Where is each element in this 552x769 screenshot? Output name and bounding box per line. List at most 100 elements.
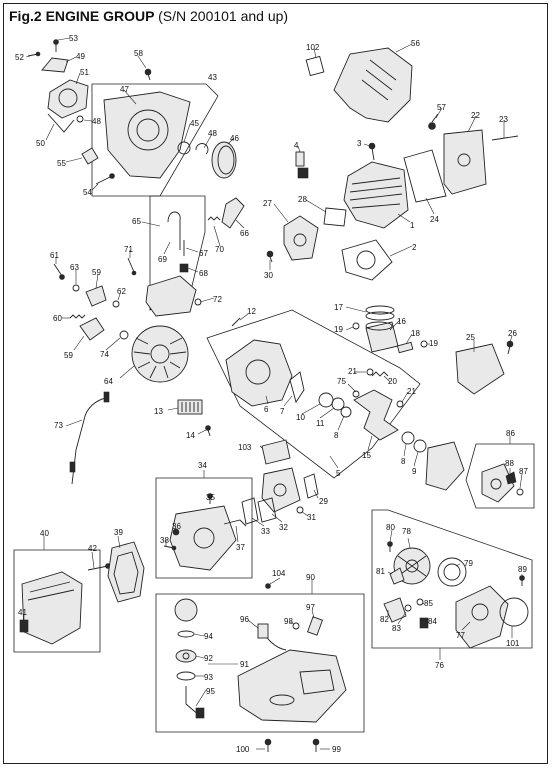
cover-25-icon [455,343,505,395]
callout-59b: 59 [64,351,73,360]
callout-57: 57 [437,103,446,112]
washer-85-icon [416,598,424,606]
callout-12: 12 [247,307,256,316]
insulator-28-icon [323,207,347,227]
callout-55: 55 [57,159,66,168]
screw-99-icon [312,738,320,752]
callout-46: 46 [230,134,239,143]
group-76-outline [371,509,533,649]
plate-101-icon [499,597,529,627]
callout-8b: 8 [401,457,406,466]
screw-26-icon [506,340,514,355]
callout-102: 102 [306,43,320,52]
wire-69-icon [167,211,181,250]
callout-101: 101 [506,639,520,648]
reel-78-hub-icon [405,559,419,573]
cylinder-1-fins-icon [349,177,403,209]
callout-58: 58 [134,49,143,58]
callout-49: 49 [76,52,85,61]
housing-43-bore-icon [127,109,169,151]
carburetor-icon [261,467,301,513]
callout-86: 86 [506,429,515,438]
callout-67: 67 [199,249,208,258]
callout-6: 6 [264,405,269,414]
washer-63-icon [72,284,80,292]
screw-30-icon [266,250,274,263]
wire-73-tip-icon [69,461,76,473]
callout-15: 15 [362,451,371,460]
callout-100: 100 [236,745,250,754]
callout-30: 30 [264,271,273,280]
crankcase-half-icon [225,339,293,407]
callout-38: 38 [160,536,169,545]
screw-89-icon [519,575,525,586]
callout-70: 70 [215,245,224,254]
plug-cap-66-icon [221,197,245,229]
rings-17-icon [365,305,395,315]
spring-60-icon [69,314,86,319]
washer-83-icon [404,604,412,612]
callout-13: 13 [154,407,163,416]
figure-number: Fig.2 [9,8,42,24]
air-cleaner-base-34-icon [169,505,237,571]
callout-53: 53 [69,34,78,43]
callout-85: 85 [424,599,433,608]
clip-98-icon [292,622,300,630]
group-90-outline [155,593,365,733]
filter-96-icon [257,623,269,639]
callout-22: 22 [471,111,480,120]
callout-76: 76 [435,661,444,670]
group-outlines [13,83,535,733]
case-77-bore-icon [471,603,489,621]
callout-34: 34 [198,461,207,470]
bolt-12-icon [231,317,241,327]
bolt-42-icon [87,563,111,571]
callout-5: 5 [336,469,341,478]
callout-78: 78 [402,527,411,536]
callout-93: 93 [204,673,213,682]
screw-80-icon [387,541,393,552]
knob-41-icon [19,619,29,633]
base-34-port-icon [193,527,215,549]
callout-35: 35 [206,493,215,502]
callout-74: 74 [100,350,109,359]
screw-52-icon [27,51,41,57]
page-title: Fig.2 ENGINE GROUP (S/N 200101 and up) [9,8,288,24]
callout-1: 1 [410,221,415,230]
screw-35-icon [207,493,213,504]
bolt-71-icon [127,257,137,276]
callout-19b: 19 [429,339,438,348]
callout-96: 96 [240,615,249,624]
group-34-outline [155,477,253,579]
spring-79-icon [437,557,467,587]
gasket-24-icon [403,149,447,203]
callout-104: 104 [272,569,286,578]
callout-56: 56 [411,39,420,48]
callout-25: 25 [466,333,475,342]
handle-82-icon [383,597,407,623]
callout-43: 43 [208,73,217,82]
bracket-49-icon [41,57,69,73]
tank-90-handle-icon [299,669,335,695]
cleaner-103-icon [261,439,291,465]
callout-103: 103 [238,443,252,452]
callout-88: 88 [505,459,514,468]
callout-94: 94 [204,632,213,641]
grommet-104-icon [265,583,271,589]
element-39-inner-icon [113,551,139,595]
housing-43-inner-icon [136,118,160,142]
flywheel-64-fins-icon [133,337,187,379]
callout-50: 50 [36,139,45,148]
callout-36: 36 [172,522,181,531]
clutch-holder-51-icon [47,79,89,119]
callout-7: 7 [280,407,285,416]
bearing-11-icon [331,397,345,411]
callout-60: 60 [53,314,62,323]
callout-80: 80 [386,523,395,532]
bearing-8a-icon [340,406,352,418]
callout-28: 28 [298,195,307,204]
ignition-coil-icon [145,275,197,317]
clutch-housing-43-icon [103,91,191,179]
intake-27-icon [283,215,319,261]
starter-case-77-icon [455,585,509,649]
